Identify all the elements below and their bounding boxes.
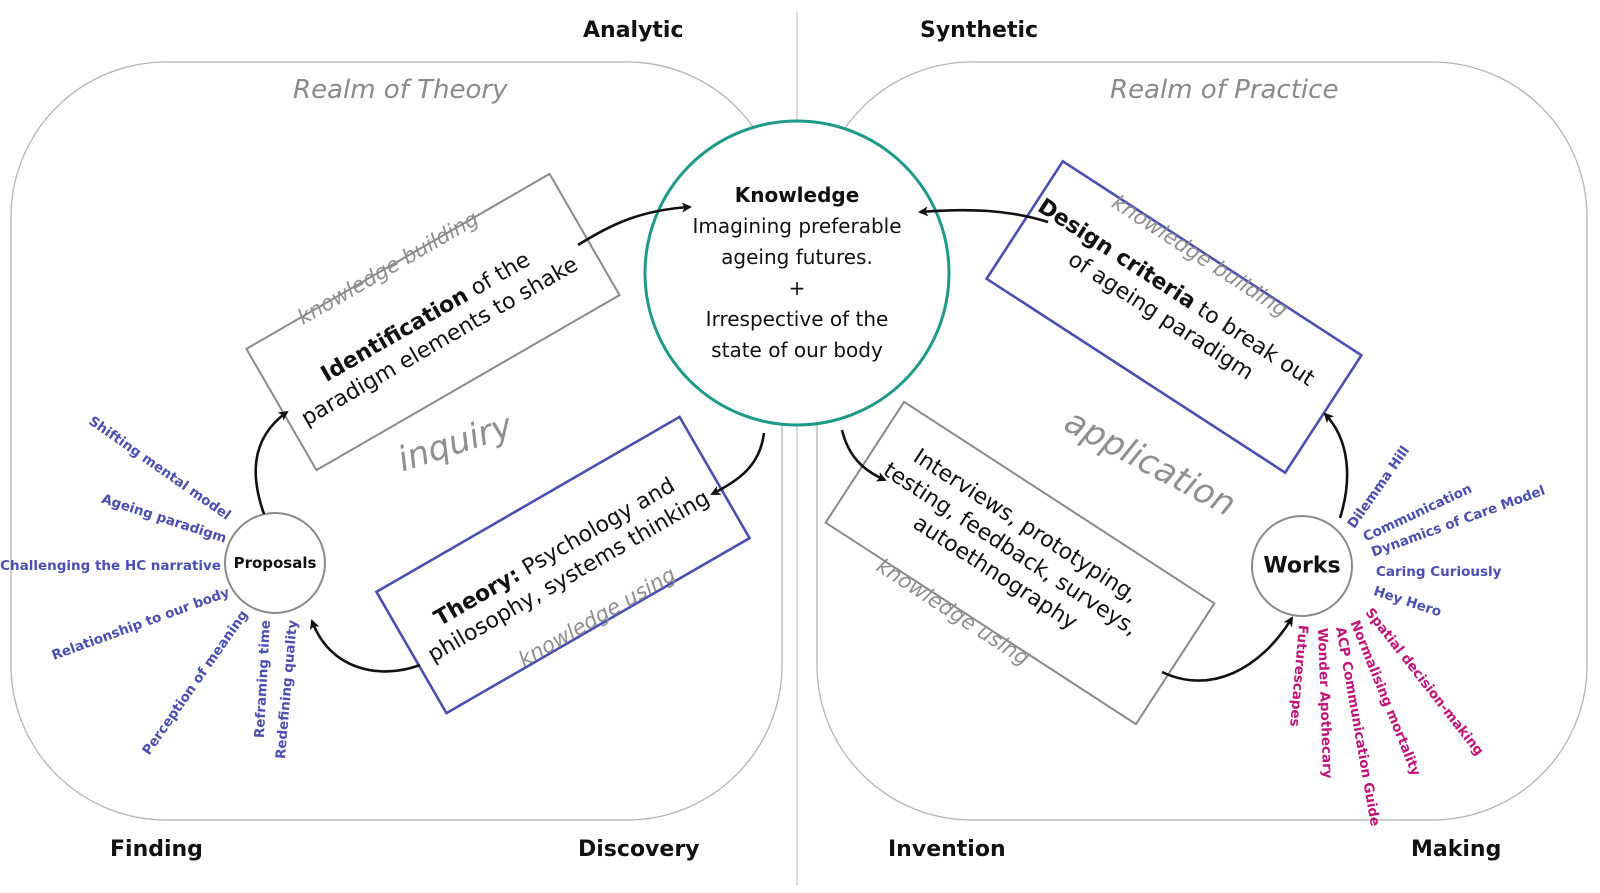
realm-theory-container xyxy=(10,61,783,821)
quadrant-synthetic: Synthetic xyxy=(920,18,1039,43)
theory-box xyxy=(374,415,752,715)
quadrant-finding: Finding xyxy=(110,837,203,862)
proposal-tag: Challenging the HC narrative xyxy=(0,558,221,574)
quadrant-invention: Invention xyxy=(888,837,1006,862)
proposals-circle xyxy=(224,512,326,614)
methods-box xyxy=(824,400,1216,726)
identification-box xyxy=(245,172,621,472)
arrow-works-to-design-criteria xyxy=(1323,412,1349,519)
work-tag: Caring Curiously xyxy=(1376,564,1502,580)
knowledge-line-1: Imagining preferable xyxy=(692,214,902,238)
arrow-knowledge-to-theory xyxy=(710,432,766,496)
arrow-methods-to-works xyxy=(1161,616,1294,682)
realm-practice-title: Realm of Practice xyxy=(1110,75,1339,105)
realm-theory-title: Realm of Theory xyxy=(293,75,508,105)
arrow-proposals-to-identification xyxy=(254,410,289,515)
works-circle xyxy=(1251,515,1353,617)
knowledge-text: Knowledge Imagining preferable ageing fu… xyxy=(692,180,901,366)
quadrant-discovery: Discovery xyxy=(578,837,700,862)
design-criteria-box xyxy=(984,159,1364,475)
quadrant-analytic: Analytic xyxy=(583,18,684,43)
quadrant-making: Making xyxy=(1411,837,1502,862)
knowledge-title: Knowledge xyxy=(734,183,860,207)
knowledge-plus: + xyxy=(788,276,806,300)
knowledge-circle xyxy=(643,119,951,427)
arrow-knowledge-to-methods xyxy=(840,429,887,482)
knowledge-line-3: Irrespective of the xyxy=(705,307,889,331)
arrow-theory-to-proposals xyxy=(310,619,421,673)
arrow-identification-to-knowledge xyxy=(577,202,692,247)
knowledge-line-4: state of our body xyxy=(711,338,883,362)
proposals-label: Proposals xyxy=(233,554,317,572)
works-label: Works xyxy=(1263,553,1341,579)
arrow-design-criteria-to-knowledge xyxy=(918,206,1049,224)
knowledge-line-2: ageing futures. xyxy=(721,245,873,269)
realm-practice-container xyxy=(816,61,1588,821)
